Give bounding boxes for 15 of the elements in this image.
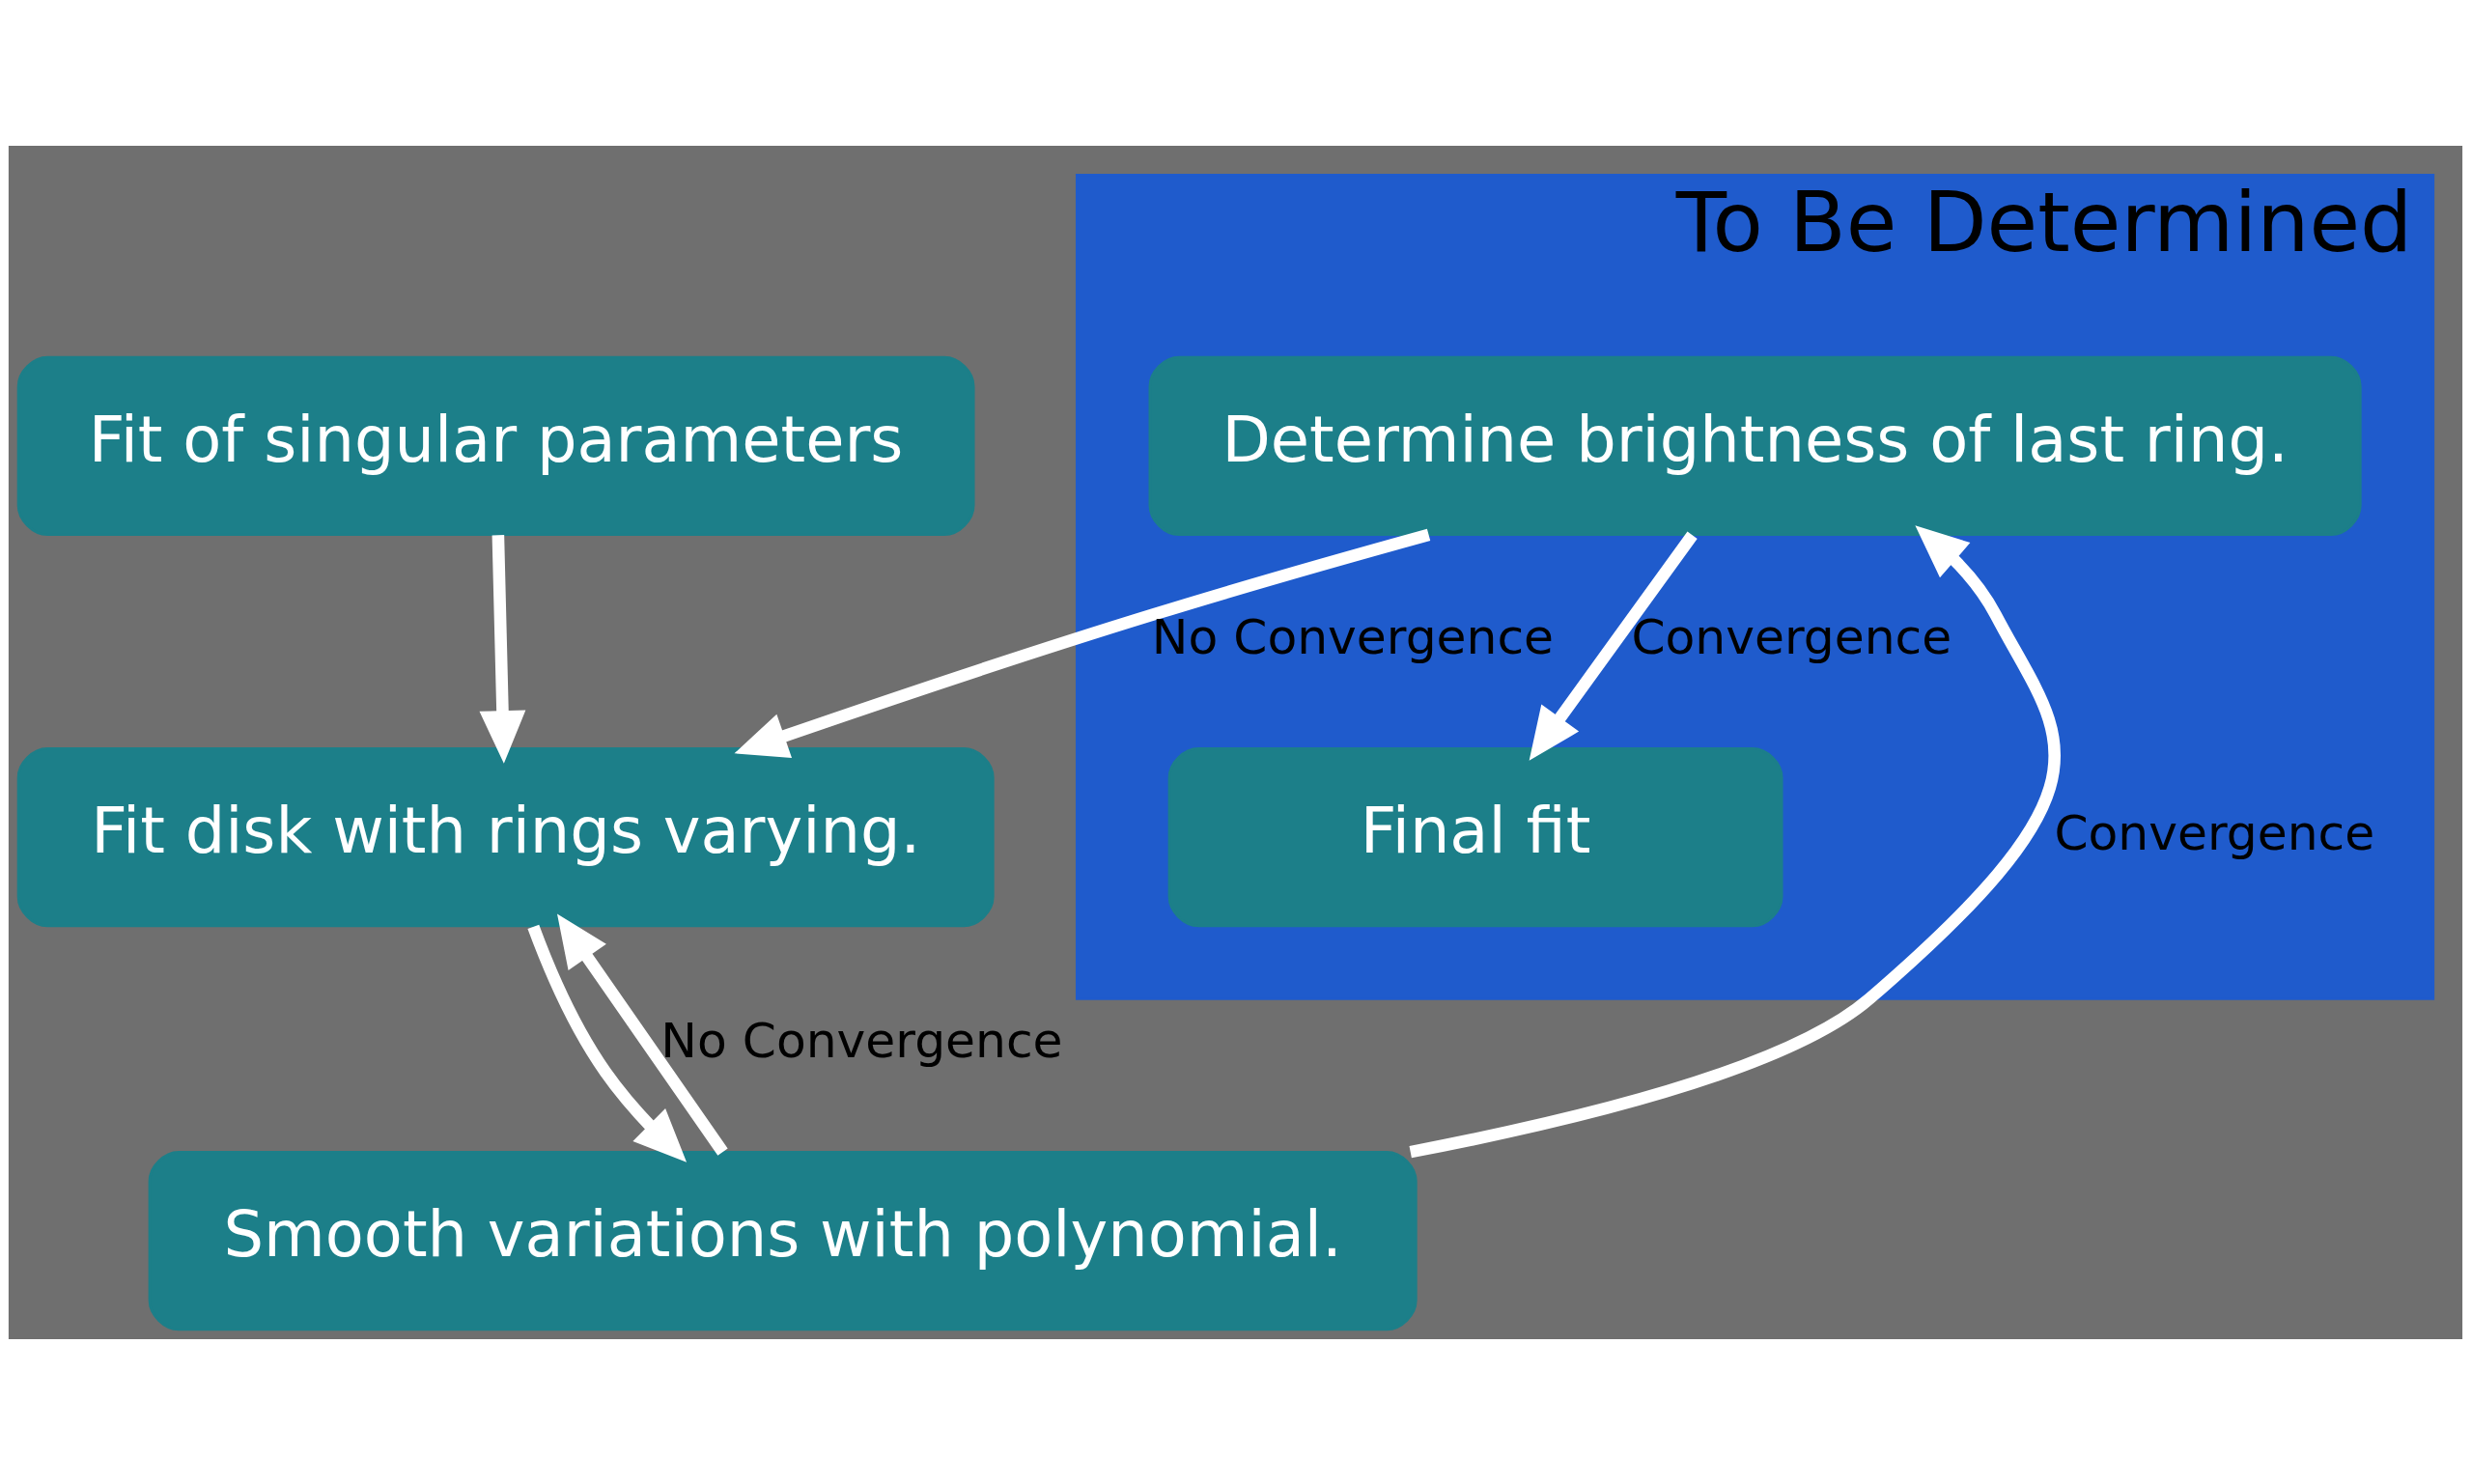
arrow bbox=[1529, 531, 1698, 761]
edge-label: Convergence bbox=[1631, 607, 1952, 665]
edge-label: Convergence bbox=[2054, 803, 2375, 861]
node-box: Fit of singular parameters bbox=[16, 355, 975, 536]
arrow bbox=[734, 528, 1431, 758]
arrow bbox=[479, 534, 526, 764]
node-box: Determine brightness of last ring. bbox=[1148, 355, 2362, 536]
node-box: Final fit bbox=[1167, 746, 1783, 927]
arrow bbox=[527, 924, 688, 1162]
edge-label: No Convergence bbox=[660, 1011, 1063, 1069]
edge-label: No Convergence bbox=[1151, 607, 1555, 665]
arrow bbox=[557, 912, 728, 1156]
arrow bbox=[1409, 524, 2061, 1158]
node-box: Fit disk with rings varying. bbox=[16, 746, 995, 927]
node-box: Smooth variations with polynomial. bbox=[148, 1150, 1418, 1330]
